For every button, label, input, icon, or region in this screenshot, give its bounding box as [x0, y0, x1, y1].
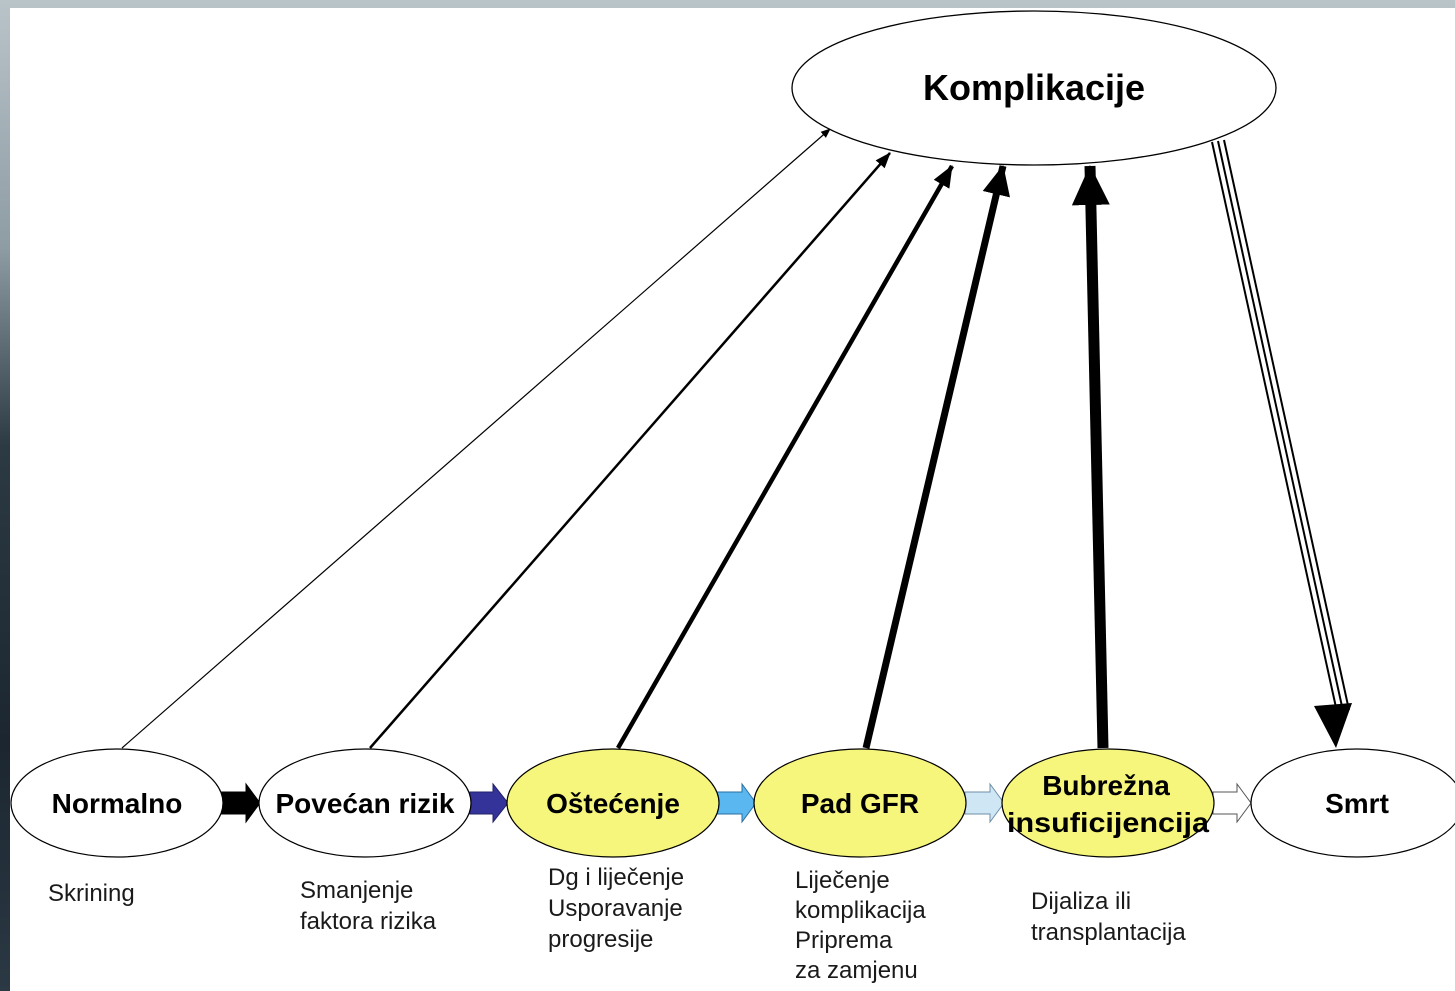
node-povecan-rizik: Povećan rizik — [258, 748, 472, 858]
node-pad-gfr-label: Pad GFR — [801, 788, 919, 819]
caption-pad-gfr-line: Liječenje — [795, 867, 890, 894]
arrow-insuficijencija-to-smrt — [1212, 782, 1252, 824]
node-ostecenje: Oštećenje — [506, 748, 720, 858]
arrow-normalno-to-komplikacije — [121, 128, 831, 749]
arrow-normalno-to-povecan-rizik — [220, 782, 261, 824]
node-insuficijencija-label-line1: Bubrežna — [1042, 770, 1170, 801]
arrow-pad-gfr-to-insuficijencija — [964, 782, 1005, 824]
caption-normalno: Skrining — [48, 878, 135, 909]
arrow-ostecenje-to-komplikacije — [616, 164, 954, 750]
caption-ostecenje: Dg i liječenje Usporavanje progresije — [548, 862, 684, 955]
caption-ostecenje-line: Dg i liječenje — [548, 864, 685, 891]
node-normalno-label: Normalno — [52, 788, 183, 819]
node-smrt: Smrt — [1250, 748, 1455, 858]
caption-ostecenje-line: progresije — [548, 926, 654, 953]
node-bubrezna-insuficijencija: Bubrežna insuficijencija — [1001, 748, 1215, 858]
arrow-povecan-rizik-to-ostecenje — [469, 782, 509, 824]
caption-povecan-rizik-line: faktora rizika — [300, 908, 437, 935]
node-ostecenje-label: Oštećenje — [546, 788, 680, 819]
arrow-pad-gfr-to-komplikacije — [862, 165, 1010, 749]
caption-povecan-rizik: Smanjenje faktora rizika — [300, 875, 436, 937]
caption-ostecenje-line: Usporavanje — [548, 895, 683, 922]
caption-pad-gfr-line: Priprema — [795, 927, 893, 954]
caption-povecan-rizik-line: Smanjenje — [300, 877, 414, 904]
caption-pad-gfr: Liječenje komplikacija Priprema za zamje… — [795, 866, 926, 986]
node-smrt-label: Smrt — [1325, 788, 1389, 819]
arrow-insuficijencija-to-komplikacije — [1071, 165, 1110, 749]
caption-insuficijencija-line: Dijaliza ili — [1031, 888, 1132, 915]
node-povecan-rizik-label: Povećan rizik — [276, 788, 455, 819]
caption-pad-gfr-line: komplikacija — [795, 897, 926, 924]
caption-bubrezna-insuficijencija: Dijaliza ili transplantacija — [1031, 886, 1186, 948]
node-komplikacije-label: Komplikacije — [923, 67, 1145, 108]
node-insuficijencija-label-line2: insuficijencija — [1007, 807, 1209, 838]
node-normalno: Normalno — [10, 748, 224, 858]
arrow-komplikacije-to-smrt — [1211, 139, 1352, 748]
slide — [10, 8, 1455, 991]
arrow-povecan-rizik-to-komplikacije — [369, 152, 891, 749]
caption-insuficijencija-line: transplantacija — [1031, 919, 1186, 946]
node-pad-gfr: Pad GFR — [753, 748, 967, 858]
arrow-ostecenje-to-pad-gfr — [716, 782, 757, 824]
caption-pad-gfr-line: za zamjenu — [795, 957, 918, 984]
node-komplikacije: Komplikacije — [791, 10, 1277, 166]
caption-normalno-line: Skrining — [48, 880, 135, 907]
